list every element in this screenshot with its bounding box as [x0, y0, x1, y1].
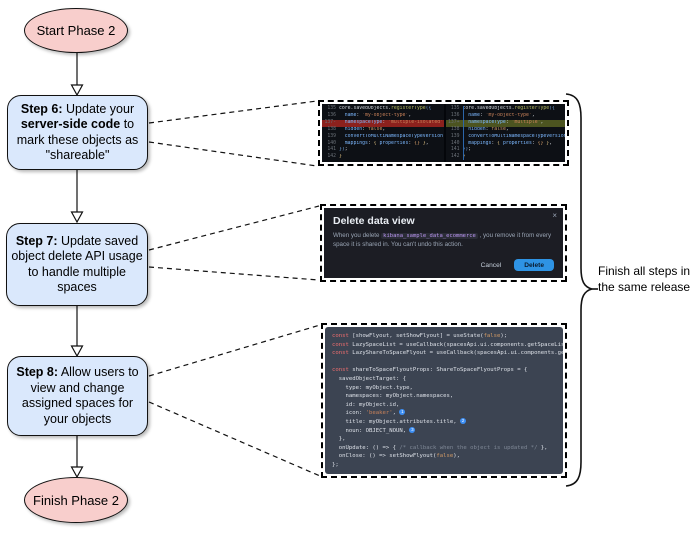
release-note: Finish all steps in the same release! — [598, 264, 691, 294]
curly-brace — [565, 93, 598, 487]
node-finish-phase-2: Finish Phase 2 — [24, 477, 128, 523]
step-8-text: Allow users to view and change assigned … — [21, 365, 139, 426]
callout-lines-step8 — [148, 324, 321, 477]
delete-button[interactable]: Delete — [514, 259, 554, 271]
arrow-step6-to-step7 — [70, 170, 84, 224]
step-7-text: Update saved object delete API usage to … — [11, 233, 143, 295]
flyout-code-block: const [showFlyout, setShowFlyout] = useS… — [325, 327, 563, 474]
callout-lines-step6 — [148, 100, 318, 167]
node-start-phase-2: Start Phase 2 — [24, 8, 128, 53]
step-8-number: Step 8: — [16, 365, 59, 379]
modal-actions: Cancel Delete — [481, 259, 554, 271]
node-step-6: Step 6: Update your server-side code to … — [7, 95, 148, 170]
step-8-label: Step 8: Allow users to view and change a… — [12, 365, 143, 427]
start-label: Start Phase 2 — [36, 23, 116, 38]
step-6-emphasis: server-side code — [20, 117, 121, 131]
arrow-start-to-step6 — [70, 53, 84, 97]
step-7-number: Step 7: — [15, 233, 58, 248]
screenshot-delete-modal: × Delete data view When you delete kiban… — [320, 204, 567, 282]
step-6-text-1: Update your — [62, 101, 135, 116]
step-6-number: Step 6: — [20, 101, 63, 116]
arrow-step7-to-step8 — [70, 306, 84, 358]
screenshot-flyout-code: const [showFlyout, setShowFlyout] = useS… — [321, 323, 567, 478]
finish-label: Finish Phase 2 — [33, 492, 119, 508]
modal-body: When you delete kibana_sample_data_ecomm… — [333, 232, 558, 249]
close-icon[interactable]: × — [552, 211, 557, 220]
node-step-7: Step 7: Update saved object delete API u… — [6, 223, 148, 306]
step-6-text-2: to mark these objects as "shareable" — [16, 117, 139, 162]
node-step-8: Step 8: Allow users to view and change a… — [7, 356, 148, 436]
modal-title: Delete data view — [333, 215, 415, 227]
cancel-button[interactable]: Cancel — [480, 261, 502, 269]
data-view-name-code: kibana_sample_data_ecommerce — [381, 233, 478, 239]
step-6-label: Step 6: Update your server-side code to … — [12, 102, 143, 164]
arrow-step8-to-finish — [70, 436, 84, 479]
modal-body-text-1: When you delete — [333, 232, 382, 239]
step-7-label: Step 7: Update saved object delete API u… — [11, 234, 143, 296]
modal-body-text-2: , you remove it from every space it is s… — [333, 232, 552, 248]
callout-lines-step7 — [148, 205, 320, 281]
delete-modal: × Delete data view When you delete kiban… — [324, 208, 563, 278]
